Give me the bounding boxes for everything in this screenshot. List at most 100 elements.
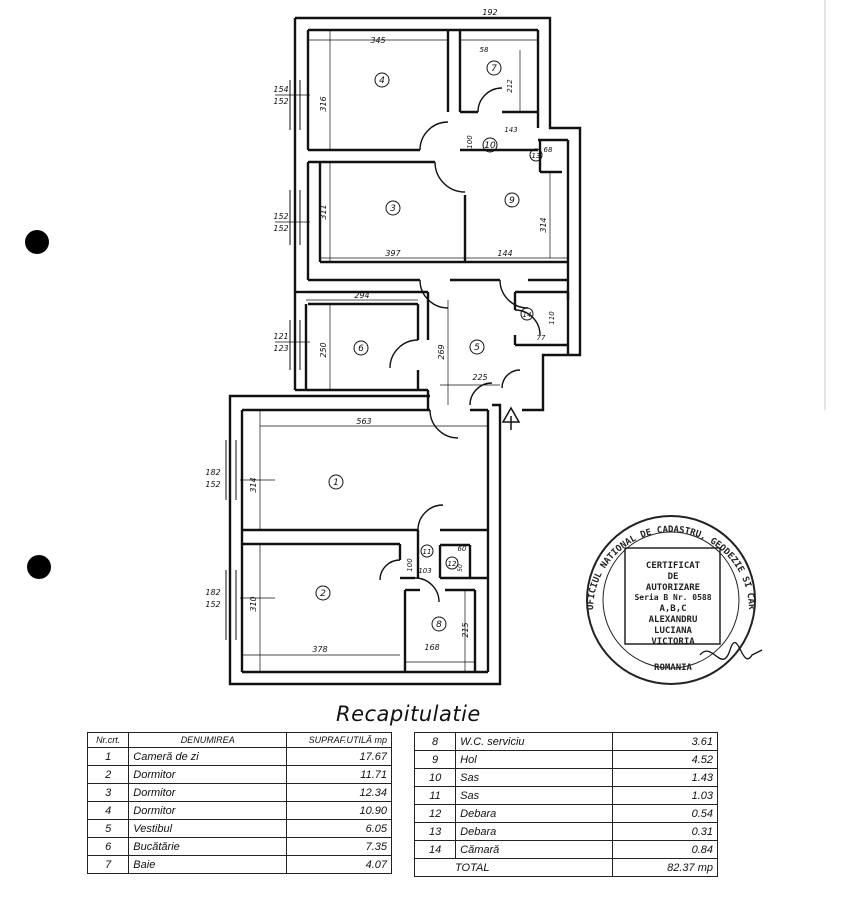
cell-nr: 2 <box>86 765 130 784</box>
cell-area: 7.35 <box>286 837 392 856</box>
room-number-7: 7 <box>491 64 497 74</box>
dim-label: 68 <box>544 146 553 154</box>
stamp-line: CERTIFICAT <box>646 561 701 571</box>
cell-name: Debara <box>455 822 614 841</box>
cell-area: 12.34 <box>286 783 392 802</box>
cell-name: Sas <box>455 786 614 805</box>
punch-hole <box>25 230 49 254</box>
entrance-arrow-icon <box>501 406 521 430</box>
cell-nr: 11 <box>413 786 457 805</box>
dim-label: 182 <box>205 468 220 477</box>
cell-nr: 1 <box>86 747 130 766</box>
dim-label: 100 <box>406 558 414 572</box>
cell-nr: 10 <box>413 768 457 787</box>
cell-nr: 14 <box>413 840 457 859</box>
room-number-3: 3 <box>390 204 396 214</box>
total-label: TOTAL <box>413 858 614 877</box>
dim-label: 225 <box>472 373 487 382</box>
cell-area: 4.52 <box>612 750 718 769</box>
cell-area: 4.07 <box>286 855 392 874</box>
cell-nr: 4 <box>86 801 130 820</box>
cell-name: Dormitor <box>128 783 288 802</box>
total-unit: mp <box>697 861 713 874</box>
cell-name: Baie <box>128 855 288 874</box>
cell-nr: 9 <box>413 750 457 769</box>
cell-nr: 6 <box>86 837 130 856</box>
cell-area: 0.31 <box>612 822 718 841</box>
room-number-10: 10 <box>484 141 496 151</box>
dim-label: 50 <box>457 564 464 572</box>
cell-area: 17.67 <box>286 747 392 766</box>
cell-nr: 5 <box>86 819 130 838</box>
room-number-4: 4 <box>379 76 385 86</box>
dim-label: 397 <box>385 249 401 258</box>
dimension-lines <box>240 30 568 672</box>
stamp-line: VICTORIA <box>651 637 695 647</box>
cell-name: Bucătărie <box>128 837 288 856</box>
room-number-1: 1 <box>333 478 339 488</box>
dim-label: 152 <box>273 212 288 221</box>
dim-label: 250 <box>319 342 328 357</box>
header-name: DENUMIREA <box>128 732 288 748</box>
cell-area: 6.05 <box>286 819 392 838</box>
room-number-12: 12 <box>448 560 457 568</box>
stamp-line: A,B,C <box>659 604 686 614</box>
dim-label: 103 <box>418 567 431 575</box>
room-number-labels: 4 7 10 13 9 3 6 5 14 1 2 11 12 8 <box>320 64 540 630</box>
dim-label: 345 <box>370 36 385 45</box>
dim-label: 143 <box>504 126 517 134</box>
room-number-8: 8 <box>436 620 442 630</box>
recap-title: Recapitulatie <box>336 702 481 726</box>
room-number-5: 5 <box>474 343 480 353</box>
dim-label: 316 <box>319 96 328 111</box>
cell-nr: 7 <box>86 855 130 874</box>
cell-name: W.C. serviciu <box>455 732 614 751</box>
room-number-11: 11 <box>423 548 432 556</box>
cell-area: 0.84 <box>612 840 718 859</box>
dim-label: 58 <box>480 46 489 54</box>
dim-label: 294 <box>354 291 369 300</box>
dim-label: 192 <box>482 8 497 17</box>
punch-hole <box>27 555 51 579</box>
table-header-row: Nr.crt. DENUMIREA SUPRAF.UTILĂ mp <box>86 732 392 748</box>
dim-label: 110 <box>548 311 556 325</box>
dim-label: 314 <box>539 217 548 232</box>
total-value-cell: 82.37 mp <box>612 858 718 877</box>
dim-label: 152 <box>205 600 220 609</box>
dim-label: 154 <box>273 85 288 94</box>
dim-label: 212 <box>506 79 514 93</box>
stamp-line: AUTORIZARE <box>646 583 700 593</box>
stamp-line: DE <box>668 572 679 582</box>
stamp-line: LUCIANA <box>654 626 693 636</box>
dim-label: 311 <box>319 204 328 219</box>
room-number-6: 6 <box>358 344 364 354</box>
cell-nr: 3 <box>86 783 130 802</box>
room-number-2: 2 <box>320 589 326 599</box>
cell-nr: 8 <box>413 732 457 751</box>
header-area: SUPRAF.UTILĂ mp <box>286 732 392 748</box>
cell-name: Cameră de zi <box>128 747 288 766</box>
cell-nr: 12 <box>413 804 457 823</box>
room-number-13: 13 <box>532 152 541 160</box>
cell-area: 1.03 <box>612 786 718 805</box>
total-value: 82.37 <box>667 861 695 874</box>
stamp-line: ALEXANDRU <box>649 615 698 625</box>
cell-area: 3.61 <box>612 732 718 751</box>
dim-label: 563 <box>356 417 371 426</box>
dim-label: 269 <box>437 344 446 359</box>
room-number-9: 9 <box>509 196 515 206</box>
dim-label: 215 <box>461 622 470 637</box>
room-markers <box>315 60 543 632</box>
dim-label: 152 <box>205 480 220 489</box>
